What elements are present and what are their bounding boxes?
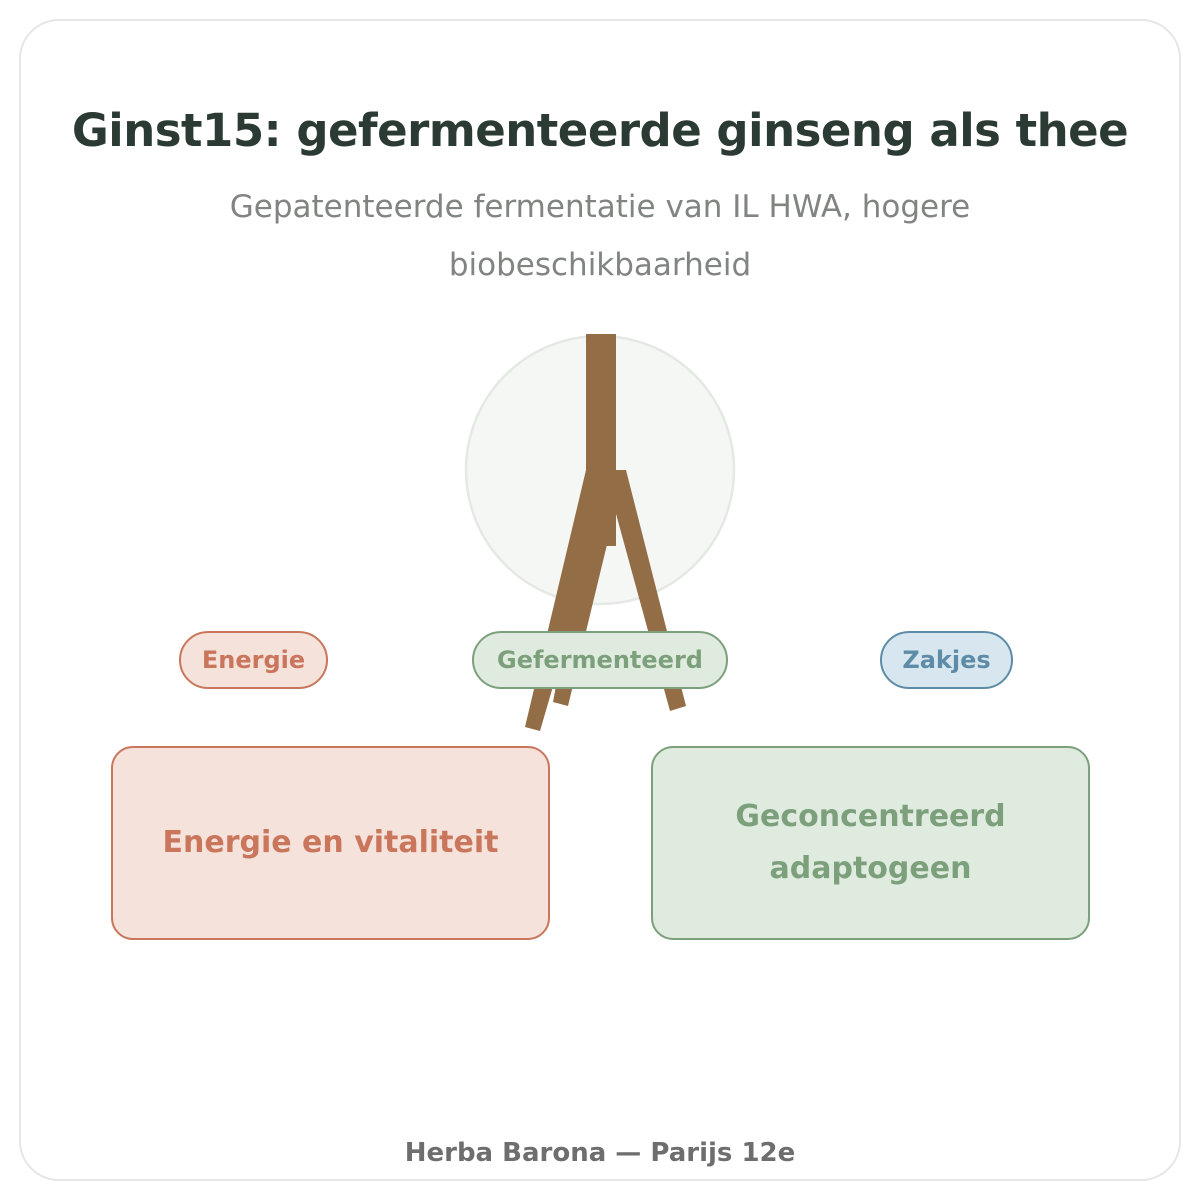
benefit-box-adaptogen-label: Geconcentreerd adaptogeen xyxy=(735,799,1006,886)
benefit-box-energy: Energie en vitaliteit xyxy=(111,746,550,940)
page-subtitle: Gepatenteerde fermentatie van IL HWA, ho… xyxy=(229,189,971,283)
footer-text: Herba Barona — Parijs 12e xyxy=(404,1138,796,1168)
page-title: Ginst15: gefermenteerde ginseng als thee xyxy=(71,104,1129,157)
benefit-box-energy-label: Energie en vitaliteit xyxy=(162,825,499,860)
tag-zakjes: Zakjes xyxy=(880,631,1013,689)
tag-gefermenteerd: Gefermenteerd xyxy=(472,631,728,689)
tag-energie: Energie xyxy=(179,631,328,689)
benefit-box-adaptogen: Geconcentreerd adaptogeen xyxy=(651,746,1090,940)
